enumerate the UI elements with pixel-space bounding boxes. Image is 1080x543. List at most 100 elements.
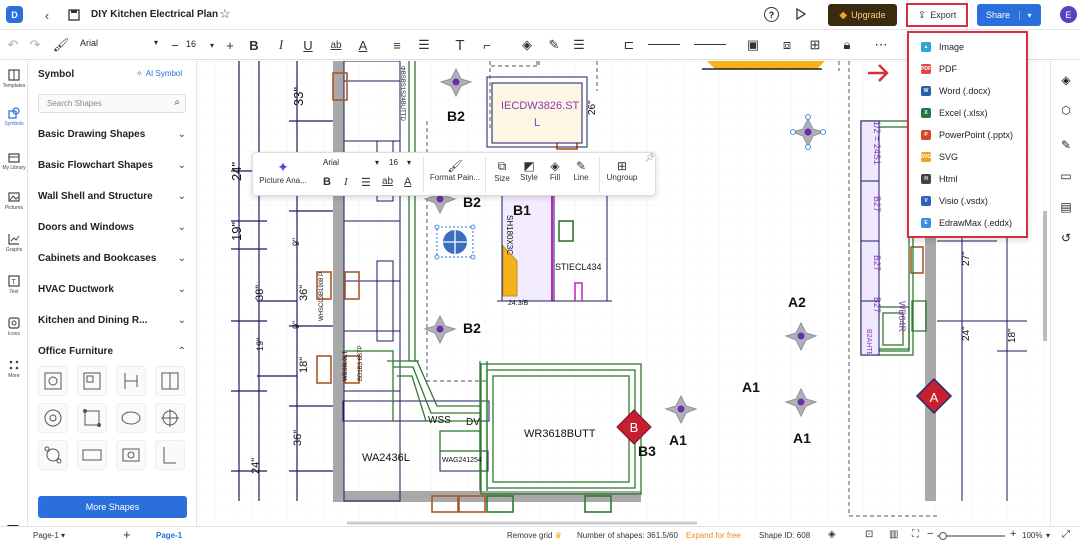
category-kitchen-dining[interactable]: Kitchen and Dining R...⌄ [38,315,186,326]
rail-graphs[interactable]: Graphs [0,233,28,253]
bold-icon[interactable]: B [249,37,259,53]
lock-icon[interactable]: 🔒︎ [843,37,851,52]
shape-thumbnail[interactable] [155,403,185,433]
rail-text[interactable]: T Text [0,275,28,295]
shape-thumbnail[interactable] [116,403,146,433]
italic-icon[interactable]: I [278,37,284,52]
app-logo-icon[interactable]: D [6,6,23,23]
category-wall-shell[interactable]: Wall Shell and Structure⌄ [38,191,186,202]
category-basic-drawing[interactable]: Basic Drawing Shapes⌄ [38,129,186,140]
shape-thumbnail[interactable] [38,366,68,396]
pin-icon[interactable]: 📌︎ [645,153,656,162]
avatar[interactable]: E [1060,6,1077,23]
zoom-in-icon[interactable]: + [1010,528,1017,540]
shape-thumbnail[interactable] [155,366,185,396]
line-style-select[interactable] [648,44,680,45]
book-icon[interactable]: ▥ [889,529,899,540]
style-button[interactable]: ◩Style [517,159,541,182]
rail-more[interactable]: More [0,359,28,379]
history-icon[interactable]: ↺ [1060,231,1072,245]
line-button[interactable]: ✎Line [571,159,591,182]
arrow-style-select[interactable] [694,44,726,45]
float-font-size[interactable]: 16▾ [389,158,411,167]
remove-grid-button[interactable]: Remove grid ♛ [507,531,562,540]
font-size-input[interactable]: 16 [186,39,197,49]
save-icon[interactable] [67,8,80,21]
page-tab-active[interactable]: Page-1 [156,531,183,540]
category-cabinets[interactable]: Cabinets and Bookcases⌄ [38,253,186,264]
redo-icon[interactable]: ↷ [29,37,41,52]
rail-icons[interactable]: Icons [0,317,28,337]
zoom-level[interactable]: 100% [1022,531,1043,540]
align-icon[interactable]: ≡ [393,37,401,53]
size-button[interactable]: ⧉Size [491,159,513,183]
category-basic-flowchart[interactable]: Basic Flowchart Shapes⌄ [38,160,186,171]
export-button[interactable]: ⇪ Export [906,3,968,27]
category-office-furniture[interactable]: Office Furniture⌃ [38,346,186,357]
line-weight-icon[interactable]: ☰ [573,37,585,52]
shape-thumbnail[interactable] [77,366,107,396]
chevron-down-icon[interactable]: ▾ [209,40,214,50]
more-tools-icon[interactable]: ⋯ [874,37,888,52]
page-icon[interactable]: ▤ [1060,200,1072,214]
page-selector[interactable]: Page-1 ▾ [33,531,66,540]
marker-b[interactable]: B [616,409,652,445]
rail-library[interactable]: My Library [0,151,28,171]
play-icon[interactable] [793,7,807,21]
chevron-down-icon[interactable]: ▾ [1019,10,1039,20]
decrease-font-icon[interactable]: − [171,37,179,53]
chevron-down-icon[interactable]: ▾ [1046,531,1051,540]
upgrade-button[interactable]: ◆ Upgrade [828,4,897,26]
shape-thumbnail[interactable] [155,440,185,470]
rail-symbols[interactable]: Symbols [0,107,28,127]
font-family-select[interactable]: Arial▾ [80,38,158,52]
document-title[interactable]: DIY Kitchen Electrical Plan [91,9,219,20]
zoom-slider-thumb[interactable] [939,532,947,540]
shape-thumbnail[interactable] [77,440,107,470]
rail-pictures[interactable]: Pictures [0,191,28,211]
float-bold-icon[interactable]: B [323,176,331,188]
add-page-icon[interactable]: + [123,527,131,542]
fit-page-icon[interactable]: ⊡ [865,529,874,540]
expand-link[interactable]: Expand for free [686,531,741,540]
shape-thumbnail[interactable] [116,440,146,470]
group-icon[interactable]: ⊞ [809,37,821,52]
float-font-family[interactable]: Arial▾ [323,158,379,167]
zoom-out-icon[interactable]: − [927,528,934,540]
star-icon[interactable]: ☆ [219,6,231,21]
shape-thumbnail[interactable] [38,440,68,470]
ai-style-icon[interactable]: ⬡ [1061,104,1071,117]
float-align-icon[interactable]: ☰ [361,177,371,189]
connector-icon[interactable]: ⌐ [483,37,491,53]
marker-a[interactable]: A [915,377,953,415]
fill-bucket-icon[interactable]: ◈ [1061,73,1071,87]
strikethrough-icon[interactable]: ab [330,39,342,51]
float-italic-icon[interactable]: I [344,176,348,188]
ai-symbol-button[interactable]: ✧AI Symbol [136,69,183,78]
fill-icon[interactable]: ◈ [522,37,532,52]
zoom-slider[interactable] [937,532,1005,540]
underline-icon[interactable]: U [303,37,313,53]
presentation-icon[interactable]: ▭ [1060,169,1072,183]
search-icon[interactable]: ⌕ [174,97,180,108]
vertical-scrollbar[interactable] [1043,211,1047,341]
chevron-left-icon[interactable]: ‹ [44,7,50,23]
bracket-icon[interactable]: ⊏ [623,37,635,52]
format-painter-icon[interactable]: 🖌 [52,37,70,52]
format-icon[interactable]: ✎ [1060,138,1072,152]
collapse-icon[interactable]: ⤢ [1062,529,1070,540]
shape-thumbnail[interactable] [116,366,146,396]
text-tool-icon[interactable]: T [455,36,465,54]
more-shapes-button[interactable]: More Shapes [38,496,187,518]
layers-icon[interactable]: ◈ [828,529,836,540]
shape-thumbnail[interactable] [77,403,107,433]
format-painter-button[interactable]: 🖌︎ Format Pain... [429,159,481,182]
rail-templates[interactable]: Templates [0,69,28,89]
float-strike-icon[interactable]: ab [382,176,394,187]
